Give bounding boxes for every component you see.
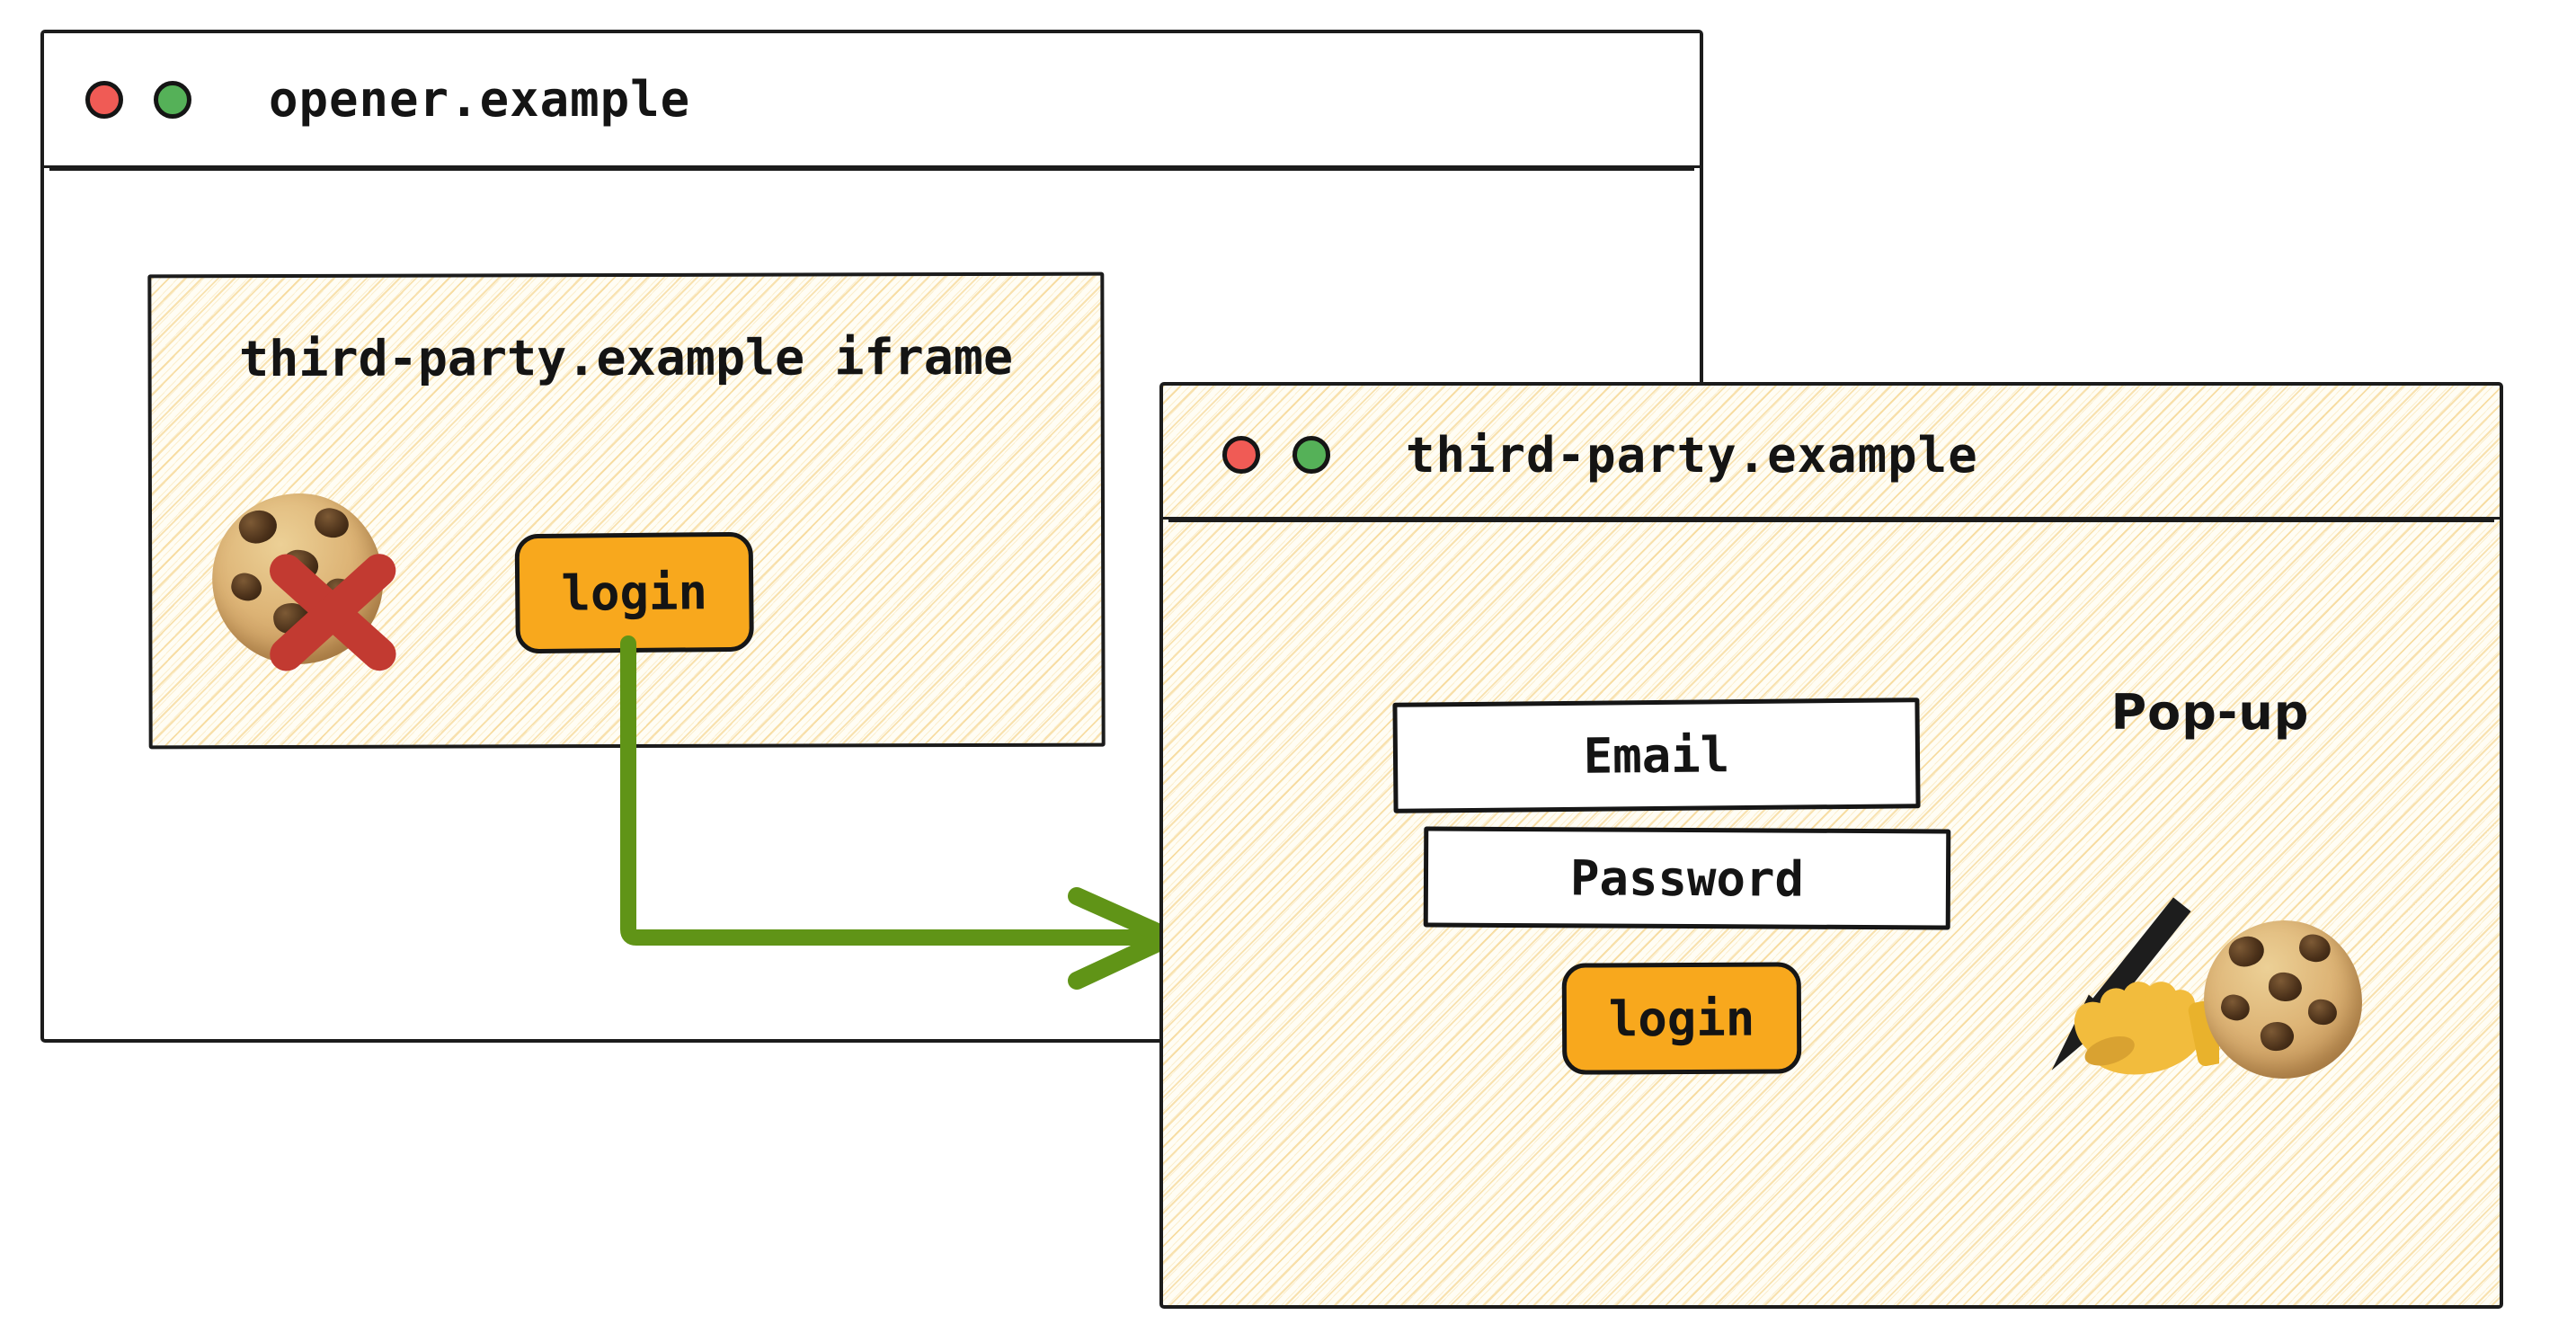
iframe-title: third-party.example iframe [239, 327, 1014, 388]
writing-hand-icon [2026, 893, 2230, 1096]
email-field[interactable]: Email [1392, 698, 1921, 813]
traffic-light-red-icon[interactable] [1222, 436, 1260, 474]
traffic-light-red-icon[interactable] [85, 80, 123, 119]
popup-window: third-party.example Pop-up Email Passwor… [1159, 382, 2503, 1309]
traffic-light-green-icon[interactable] [154, 80, 191, 119]
popup-titlebar: third-party.example [1163, 386, 2500, 520]
password-field[interactable]: Password [1423, 826, 1951, 930]
opener-titlebar: opener.example [44, 33, 1700, 168]
iframe-login-button[interactable]: login [514, 531, 754, 654]
traffic-light-green-icon[interactable] [1292, 436, 1330, 474]
popup-login-button[interactable]: login [1561, 962, 1802, 1075]
popup-label: Pop-up [2110, 684, 2310, 741]
blocked-x-icon [259, 538, 406, 686]
popup-window-title: third-party.example [1406, 426, 1978, 484]
third-party-iframe: third-party.example iframe login [147, 271, 1106, 750]
opener-window-title: opener.example [269, 71, 691, 128]
cookie-icon [2204, 920, 2362, 1079]
